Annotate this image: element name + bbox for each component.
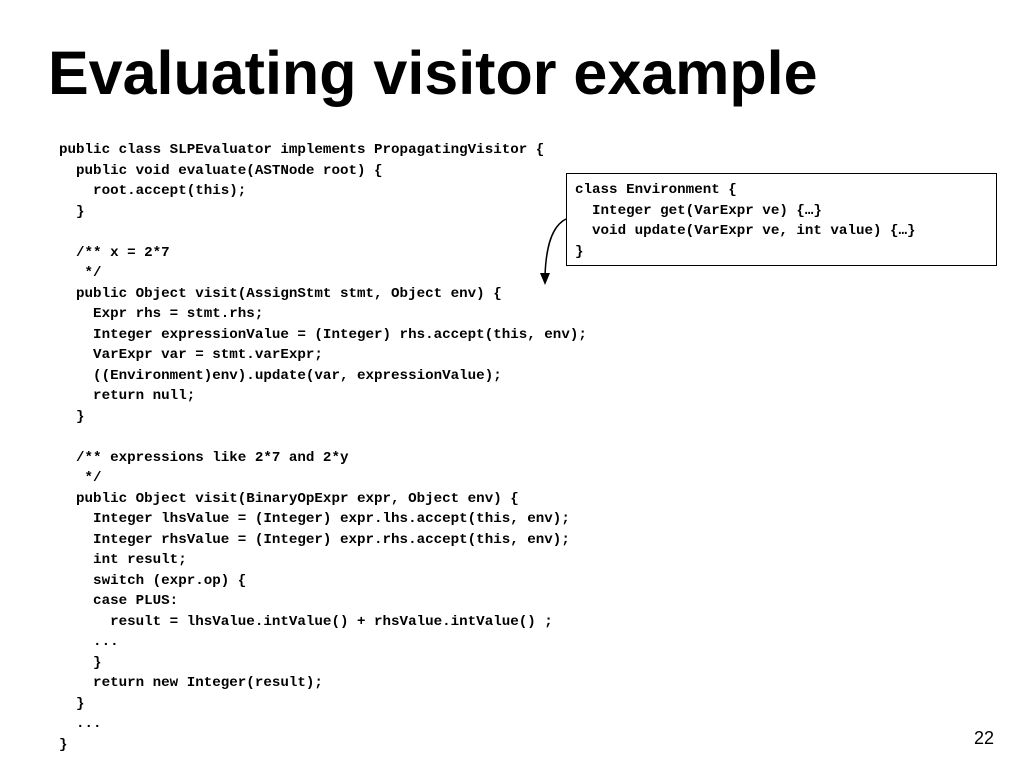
- callout-line: class Environment {: [575, 182, 737, 198]
- code-line: /** x = 2*7: [59, 244, 170, 261]
- code-line: Integer lhsValue = (Integer) expr.lhs.ac…: [59, 511, 570, 527]
- code-line: Integer rhsValue = (Integer) expr.rhs.ac…: [59, 531, 570, 548]
- code-line: }: [59, 408, 85, 425]
- environment-callout-box: class Environment { Integer get(VarExpr …: [566, 173, 997, 266]
- code-line: public class SLPEvaluator implements Pro…: [59, 142, 545, 158]
- code-line: Expr rhs = stmt.rhs;: [59, 306, 264, 322]
- callout-line: Integer get(VarExpr ve) {…}: [575, 202, 822, 219]
- code-line: switch (expr.op) {: [59, 572, 247, 589]
- code-line: return null;: [59, 388, 196, 404]
- code-line: public void evaluate(ASTNode root) {: [59, 162, 383, 179]
- code-line: }: [59, 695, 85, 712]
- code-line: VarExpr var = stmt.varExpr;: [59, 347, 323, 363]
- code-line: [59, 222, 587, 243]
- code-line: result = lhsValue.intValue() + rhsValue.…: [59, 613, 553, 630]
- code-line: }: [59, 654, 102, 671]
- code-listing: public class SLPEvaluator implements Pro…: [59, 140, 587, 755]
- code-line: }: [59, 203, 85, 220]
- code-line: */: [59, 470, 102, 486]
- callout-code: class Environment { Integer get(VarExpr …: [575, 180, 916, 262]
- code-line: ...: [59, 716, 102, 732]
- slide-title: Evaluating visitor example: [48, 39, 818, 107]
- code-line: int result;: [59, 552, 187, 568]
- code-line: public Object visit(AssignStmt stmt, Obj…: [59, 285, 502, 302]
- page-number: 22: [973, 728, 994, 748]
- code-line: }: [59, 736, 68, 753]
- code-line: ((Environment)env).update(var, expressio…: [59, 367, 502, 384]
- callout-line: void update(VarExpr ve, int value) {…}: [575, 223, 916, 239]
- code-line: /** expressions like 2*7 and 2*y: [59, 449, 349, 466]
- callout-line: }: [575, 243, 584, 260]
- code-line: */: [59, 265, 102, 281]
- code-line: public Object visit(BinaryOpExpr expr, O…: [59, 490, 519, 507]
- code-line: return new Integer(result);: [59, 675, 323, 691]
- code-line: Integer expressionValue = (Integer) rhs.…: [59, 326, 587, 343]
- code-line: case PLUS:: [59, 593, 179, 609]
- code-line: ...: [59, 634, 119, 650]
- code-line: root.accept(this);: [59, 183, 247, 199]
- code-line: [59, 427, 587, 448]
